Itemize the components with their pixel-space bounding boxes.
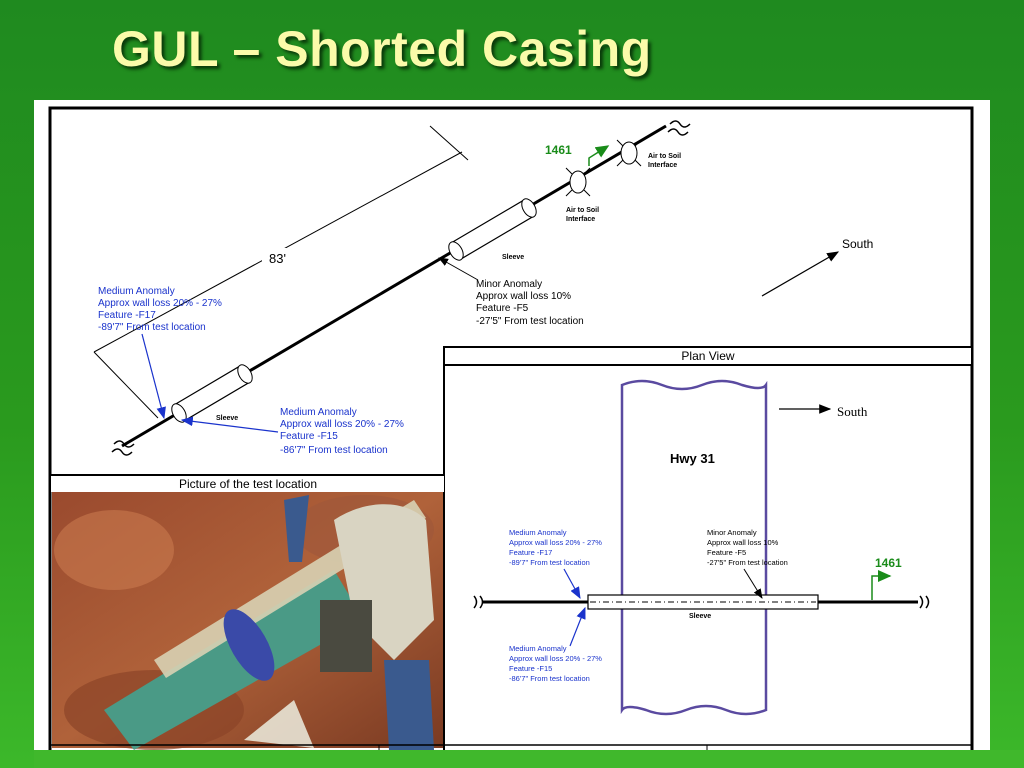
- plan-f15-line4: -86'7" From test location: [509, 674, 590, 683]
- iso-f5-line4: -27'5" From test location: [476, 316, 584, 327]
- sleeve-lower: [171, 364, 253, 423]
- iso-f17-line3: Feature -F17: [98, 310, 156, 321]
- plan-f17-line2: Approx wall loss 20% - 27%: [509, 538, 602, 547]
- iso-f15-line1: Medium Anomaly: [280, 407, 357, 418]
- photo-instrument: [320, 600, 372, 672]
- air-to-soil-label-1b: Interface: [566, 216, 595, 223]
- plan-f5-line4: -27'5" From test location: [707, 558, 788, 567]
- test-station-label-plan: 1461: [875, 556, 902, 570]
- plan-f15-line1: Medium Anomaly: [509, 644, 567, 653]
- photo-pipe-collar: [223, 609, 275, 681]
- iso-f17-line1: Medium Anomaly: [98, 286, 175, 297]
- plan-f5-line3: Feature -F5: [707, 548, 746, 557]
- iso-f17-line4: -89'7" From test location: [98, 322, 206, 333]
- plan-f17-line1: Medium Anomaly: [509, 528, 567, 537]
- iso-f15-line3: Feature -F15: [280, 431, 338, 442]
- highway-label: Hwy 31: [670, 451, 715, 466]
- sleeve-plan-label: Sleeve: [689, 613, 711, 620]
- iso-f5-line3: Feature -F5: [476, 303, 529, 314]
- south-arrow-iso: [761, 251, 840, 297]
- plan-f17-line4: -89'7" From test location: [509, 558, 590, 567]
- plan-f17-line3: Feature -F17: [509, 548, 552, 557]
- photo-pipe: [104, 570, 364, 750]
- plan-f5-leader: [743, 568, 763, 599]
- air-to-soil-label-2a: Air to Soil: [648, 153, 681, 160]
- sleeve-upper: [448, 198, 537, 261]
- test-station-flag-plan: [871, 570, 892, 600]
- iso-f15-line2: Approx wall loss 20% - 27%: [280, 419, 404, 430]
- south-label-plan: South: [837, 404, 868, 419]
- iso-f17-leader: [141, 333, 166, 420]
- iso-f17-line2: Approx wall loss 20% - 27%: [98, 298, 222, 309]
- photo-caption: Picture of the test location: [179, 477, 317, 491]
- plan-f15-leader: [569, 606, 586, 647]
- iso-f5-line2: Approx wall loss 10%: [476, 291, 571, 302]
- plan-f15-line2: Approx wall loss 20% - 27%: [509, 654, 602, 663]
- plan-f5-line2: Approx wall loss 10%: [707, 538, 779, 547]
- iso-f5-line1: Minor Anomaly: [476, 279, 542, 290]
- distance-label: 83': [269, 251, 286, 266]
- plan-f15-line3: Feature -F15: [509, 664, 552, 673]
- isometric-view: Sleeve Sleeve Air to Soil Interface Air …: [93, 120, 873, 456]
- plan-view-title: Plan View: [681, 349, 734, 363]
- test-station-label-iso: 1461: [545, 143, 572, 157]
- figure-frame: [48, 106, 974, 750]
- highway-road: [620, 379, 768, 716]
- air-to-soil-marker-2: [616, 139, 642, 167]
- iso-f15-line4: -86'7" From test location: [280, 445, 388, 456]
- air-to-soil-label-2b: Interface: [648, 162, 677, 169]
- air-to-soil-marker-1: [565, 167, 591, 197]
- iso-f5-leader: [438, 257, 479, 281]
- south-label-iso: South: [842, 237, 873, 251]
- diagram-figure: Sleeve Sleeve Air to Soil Interface Air …: [34, 100, 990, 750]
- plan-view: Hwy 31 South Sleeve 1461 Medium Anomaly …: [473, 379, 930, 716]
- air-to-soil-label-1a: Air to Soil: [566, 207, 599, 214]
- pipe-break-symbol-right: [667, 120, 691, 136]
- plan-f17-leader: [563, 568, 581, 600]
- sleeve-lower-label: Sleeve: [216, 415, 238, 422]
- pipe-break-symbol-left: [111, 440, 135, 456]
- bottom-strip: [34, 750, 1024, 768]
- test-station-flag-iso: [588, 145, 610, 166]
- photo-panel: Picture of the test location: [51, 476, 444, 750]
- iso-f15-leader: [180, 416, 279, 433]
- diagram-svg: Sleeve Sleeve Air to Soil Interface Air …: [48, 106, 974, 750]
- plan-f5-line1: Minor Anomaly: [707, 528, 757, 537]
- slide-title: GUL – Shorted Casing: [112, 21, 652, 77]
- sleeve-upper-label: Sleeve: [502, 254, 524, 261]
